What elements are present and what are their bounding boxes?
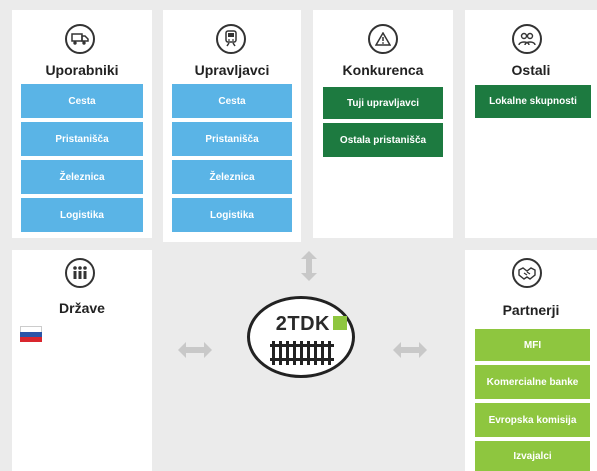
- item-lokalne-skupnosti[interactable]: Lokalne skupnosti: [475, 85, 591, 118]
- arrow-right-icon: [393, 342, 427, 358]
- item-zeleznica[interactable]: Železnica: [172, 160, 292, 194]
- item-evropska-komisija[interactable]: Evropska komisija: [475, 403, 590, 437]
- item-ostala-pristanisca[interactable]: Ostala pristanišča: [323, 123, 443, 157]
- card-title: Partnerji: [502, 302, 560, 318]
- card-upravljavci: Upravljavci Cesta Pristanišča Železnica …: [163, 10, 301, 242]
- item-izvajalci[interactable]: Izvajalci: [475, 441, 590, 471]
- card-title: Upravljavci: [194, 62, 270, 78]
- card-title: Uporabniki: [45, 62, 119, 78]
- item-logistika[interactable]: Logistika: [172, 198, 292, 232]
- logo-text: 2TDK: [275, 313, 330, 335]
- railway-track-icon: [270, 341, 334, 365]
- item-komercialne-banke[interactable]: Komercialne banke: [475, 365, 590, 399]
- card-ostali: Ostali Lokalne skupnosti: [465, 10, 597, 238]
- logo-green-square-icon: [333, 316, 347, 330]
- card-title: Države: [59, 300, 105, 316]
- item-pristanisca[interactable]: Pristanišča: [21, 122, 143, 156]
- card-title: Ostali: [511, 62, 551, 78]
- train-icon: [216, 24, 246, 54]
- item-mfi[interactable]: MFI: [475, 329, 590, 361]
- truck-icon: [65, 24, 95, 54]
- item-cesta[interactable]: Cesta: [172, 84, 292, 118]
- item-zeleznica[interactable]: Železnica: [21, 160, 143, 194]
- group-icon: [65, 258, 95, 288]
- card-konkurenca: Konkurenca Tuji upravljavci Ostala prist…: [313, 10, 453, 238]
- card-partnerji: Partnerji MFI Komercialne banke Evropska…: [465, 250, 597, 471]
- card-uporabniki: Uporabniki Cesta Pristanišča Železnica L…: [12, 10, 152, 238]
- handshake-icon: [512, 258, 542, 288]
- item-logistika[interactable]: Logistika: [21, 198, 143, 232]
- arrow-up-icon: [301, 251, 317, 281]
- people-icon: [512, 24, 542, 54]
- card-drzave: Države: [12, 250, 152, 471]
- 2tdk-logo: 2TDK: [247, 296, 355, 378]
- item-tuji-upravljavci[interactable]: Tuji upravljavci: [323, 87, 443, 119]
- slovenia-flag-icon: [20, 326, 42, 342]
- item-pristanisca[interactable]: Pristanišča: [172, 122, 292, 156]
- card-title: Konkurenca: [342, 62, 424, 78]
- arrow-left-icon: [178, 342, 212, 358]
- item-cesta[interactable]: Cesta: [21, 84, 143, 118]
- warning-icon: [368, 24, 398, 54]
